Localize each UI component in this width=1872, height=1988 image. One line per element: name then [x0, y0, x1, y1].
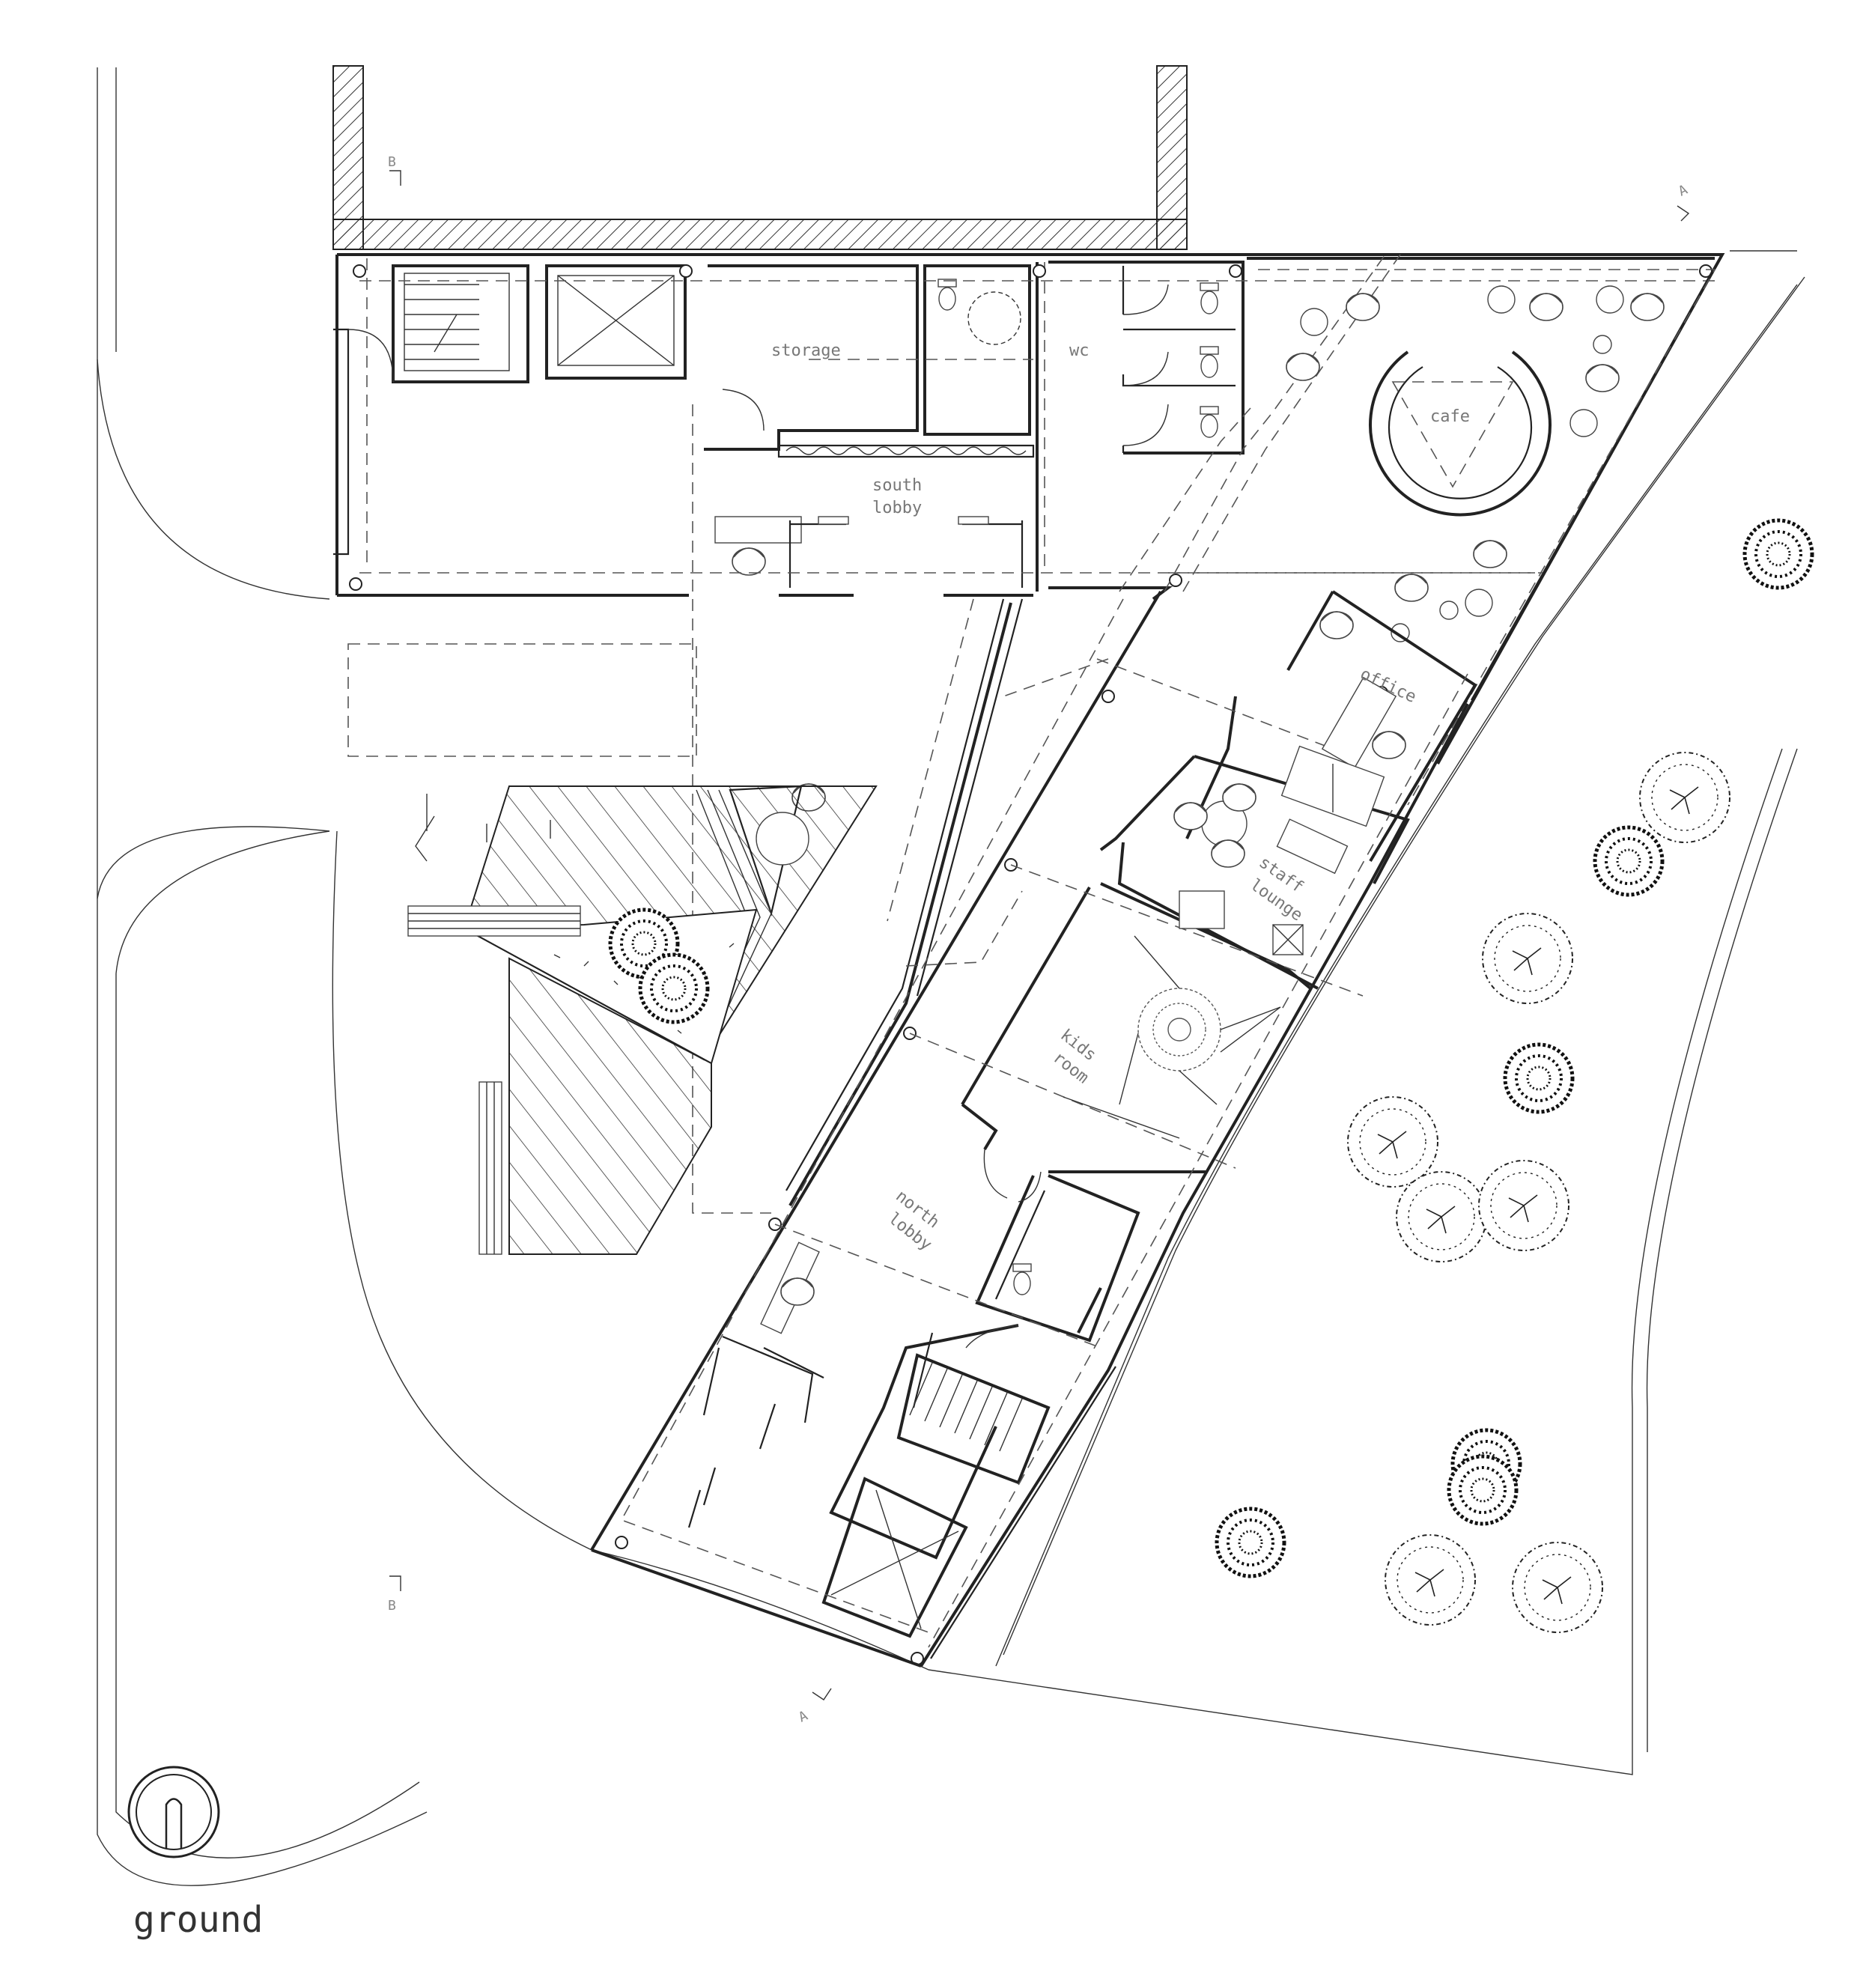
svg-text:B: B: [388, 154, 396, 170]
cafe-tables: [1300, 285, 1624, 642]
play-net: [1063, 935, 1281, 1139]
room-label-wc: wc: [1069, 341, 1090, 360]
section-marker-b-bottom: B: [388, 1575, 401, 1614]
tree-icon: [1217, 520, 1812, 1633]
svg-text:A: A: [1676, 182, 1690, 200]
neighbor-wall: [332, 65, 1188, 250]
toilet-icon: [1012, 1263, 1032, 1295]
cafe-area: [1119, 253, 1725, 806]
upper-floor-outline-south: [359, 258, 1715, 1214]
svg-text:B: B: [388, 1598, 396, 1614]
drawing-title: ground: [133, 1899, 263, 1941]
office-furniture: [1173, 676, 1406, 955]
room-label-south-lobby-2: lobby: [872, 499, 922, 517]
courtyard-deck: [347, 643, 878, 1255]
room-label-storage: storage: [771, 341, 841, 360]
south-lobby-fixtures: [714, 516, 1024, 588]
section-marker-a-top: A: [1676, 182, 1690, 222]
svg-text:A: A: [796, 1708, 810, 1726]
room-label-south-lobby-1: south: [872, 476, 922, 495]
section-marker-a-bottom: A: [796, 1688, 832, 1726]
section-marker-b-top: B: [388, 154, 401, 186]
room-label-cafe: cafe: [1430, 407, 1470, 426]
north-wing-walls: [590, 590, 1477, 1668]
south-block-walls: [333, 253, 1245, 601]
chair-icon: [780, 1277, 815, 1306]
north-arrow-icon: [127, 1766, 220, 1858]
